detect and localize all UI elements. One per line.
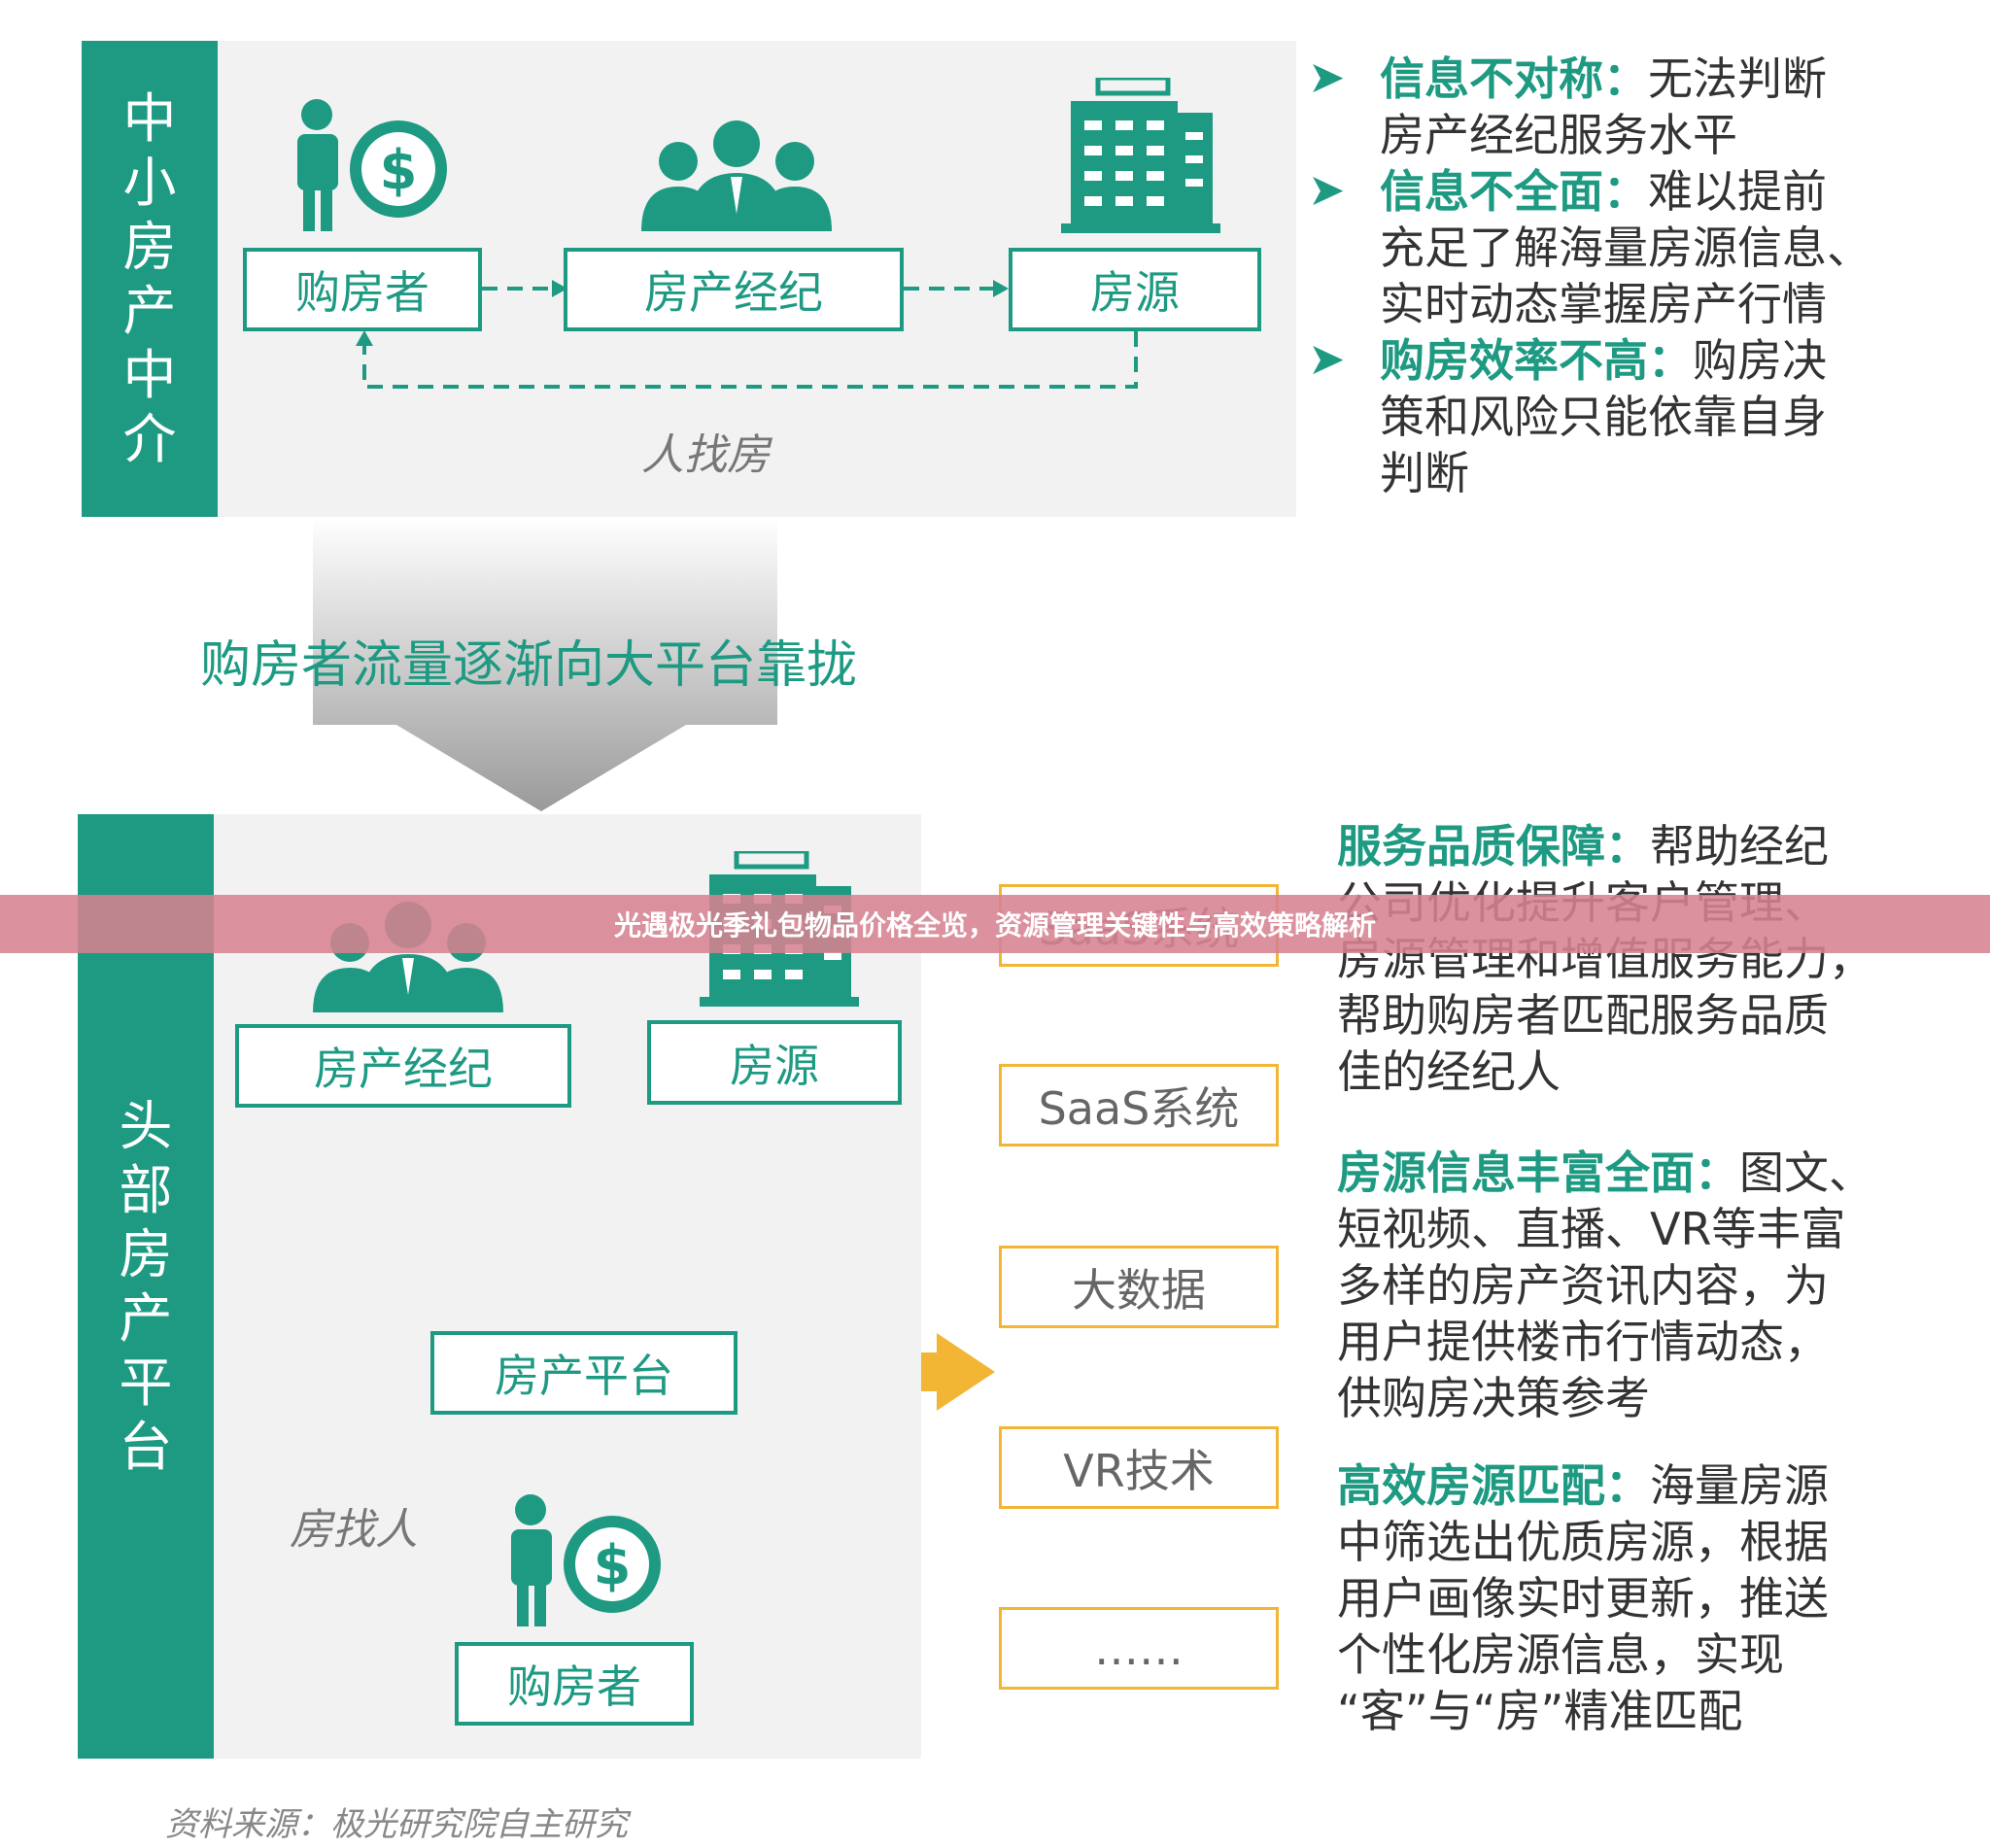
top-point-1-head: 信息不对称：: [1380, 52, 1648, 105]
top-point-2-head: 信息不全面：: [1380, 165, 1648, 218]
bottom-buyer-box: 购房者: [455, 1642, 694, 1726]
bottom-point-2-line: 供购房决策参考: [1337, 1372, 1650, 1424]
top-buyer-box: 购房者: [243, 248, 482, 331]
top-source-label: 房源: [1090, 266, 1180, 319]
bottom-caption: 房找人: [290, 1494, 418, 1557]
top-point-1-line: 房产经纪服务水平: [1380, 109, 1737, 161]
bottom-point-1-head: 服务品质保障：: [1337, 820, 1650, 873]
bottom-point-3: 高效房源匹配：海量房源 中筛选出优质房源，根据 用户画像实时更新，推送 个性化房…: [1337, 1457, 1829, 1739]
svg-text:$: $: [380, 139, 418, 202]
bottom-buyer-label: 购房者: [507, 1660, 641, 1713]
point-1-chevron-icon: ➤: [1308, 51, 1346, 103]
bottom-sidebar-title: 头部房产平台: [78, 814, 214, 1759]
top-point-3-head: 购房效率不高：: [1380, 334, 1693, 387]
bottom-point-3-line: 用户画像实时更新，推送: [1337, 1572, 1829, 1625]
bottom-point-2-line: 用户提供楼市行情动态，: [1337, 1316, 1829, 1368]
bottom-point-1-line: 帮助经纪: [1650, 820, 1829, 873]
tech-box-bigdata: 大数据: [999, 1246, 1279, 1328]
bottom-point-2-head: 房源信息丰富全面：: [1337, 1146, 1739, 1199]
title-banner: 光遇极光季礼包物品价格全览，资源管理关键性与高效策略解析: [0, 895, 1990, 953]
transition-text: 购房者流量逐渐向大平台靠拢: [200, 636, 858, 695]
tech-box-saas: SaaS系统: [999, 1064, 1279, 1146]
bottom-point-2-line: 短视频、直播、VR等丰富: [1337, 1203, 1846, 1255]
top-point-2-line: 充足了解海量房源信息、: [1380, 222, 1871, 274]
tech-box-more: ……: [999, 1607, 1279, 1690]
bottom-sidebar-label: 头部房产平台: [119, 1095, 173, 1478]
bottom-point-1-line: 帮助购房者匹配服务品质: [1337, 989, 1829, 1042]
top-agent-label: 房产经纪: [644, 266, 823, 319]
bottom-point-3-line: 个性化房源信息，实现: [1337, 1628, 1784, 1681]
top-point-1: 信息不对称：无法判断 房产经纪服务水平: [1380, 51, 1827, 163]
buyer-with-money-icon: $: [288, 97, 453, 233]
bottom-source-label: 房源: [730, 1039, 819, 1092]
tech-label-bigdata: 大数据: [1072, 1263, 1206, 1317]
top-agent-box: 房产经纪: [564, 248, 904, 331]
bottom-point-1-line: 佳的经纪人: [1337, 1045, 1561, 1098]
bottom-point-2: 房源信息丰富全面：图文、 短视频、直播、VR等丰富 多样的房产资讯内容，为 用户…: [1337, 1145, 1873, 1426]
top-point-2-line: 实时动态掌握房产行情: [1380, 278, 1827, 330]
bottom-point-2-line: 图文、: [1739, 1146, 1873, 1199]
building-icon: [1061, 75, 1220, 233]
point-2-chevron-icon: ➤: [1308, 163, 1346, 216]
bottom-point-3-line: “客”与“房”精准匹配: [1337, 1685, 1743, 1737]
banner-text: 光遇极光季礼包物品价格全览，资源管理关键性与高效策略解析: [613, 909, 1376, 941]
platform-box: 房产平台: [430, 1331, 738, 1415]
top-source-box: 房源: [1009, 248, 1261, 331]
tech-label-saas: SaaS系统: [1038, 1081, 1240, 1135]
top-point-1-line: 无法判断: [1648, 52, 1827, 105]
tech-label-vr: VR技术: [1063, 1444, 1215, 1497]
tech-box-vr: VR技术: [999, 1426, 1279, 1509]
top-sidebar-label: 中小房产中介: [122, 87, 177, 470]
bottom-agent-box: 房产经纪: [235, 1024, 571, 1108]
bottom-point-2-line: 多样的房产资讯内容，为: [1337, 1259, 1829, 1312]
point-3-chevron-icon: ➤: [1308, 332, 1346, 385]
bottom-point-3-head: 高效房源匹配：: [1337, 1459, 1650, 1512]
agents-group-icon: [641, 117, 832, 231]
bottom-point-3-line: 中筛选出优质房源，根据: [1337, 1516, 1829, 1568]
bottom-caption-text: 房找人: [290, 1505, 418, 1555]
top-sidebar-title: 中小房产中介: [82, 41, 218, 517]
svg-text:$: $: [594, 1534, 632, 1597]
bottom-point-3-line: 海量房源: [1650, 1459, 1829, 1512]
top-point-3-line: 购房决: [1693, 334, 1827, 387]
top-point-3-line: 策和风险只能依靠自身: [1380, 391, 1827, 443]
top-buyer-label: 购房者: [295, 266, 429, 319]
buyer-with-money-icon: $: [501, 1492, 667, 1628]
tech-label-more: ……: [1094, 1622, 1184, 1675]
top-point-2: 信息不全面：难以提前 充足了解海量房源信息、 实时动态掌握房产行情: [1380, 163, 1871, 332]
bottom-agent-label: 房产经纪: [314, 1043, 493, 1095]
top-point-3: 购房效率不高：购房决 策和风险只能依靠自身 判断: [1380, 332, 1827, 501]
platform-label: 房产平台: [495, 1350, 673, 1402]
bottom-source-box: 房源: [647, 1020, 902, 1105]
top-caption-text: 人找房: [641, 430, 770, 480]
top-point-2-line: 难以提前: [1648, 165, 1827, 218]
top-caption: 人找房: [641, 420, 770, 482]
bottom-point-1: 服务品质保障：帮助经纪 公司优化提升客户管理、 房源管理和增值服务能力， 帮助购…: [1337, 818, 1873, 1100]
top-point-3-line: 判断: [1380, 447, 1469, 499]
source-note: 资料来源：极光研究院自主研究: [165, 1805, 628, 1844]
